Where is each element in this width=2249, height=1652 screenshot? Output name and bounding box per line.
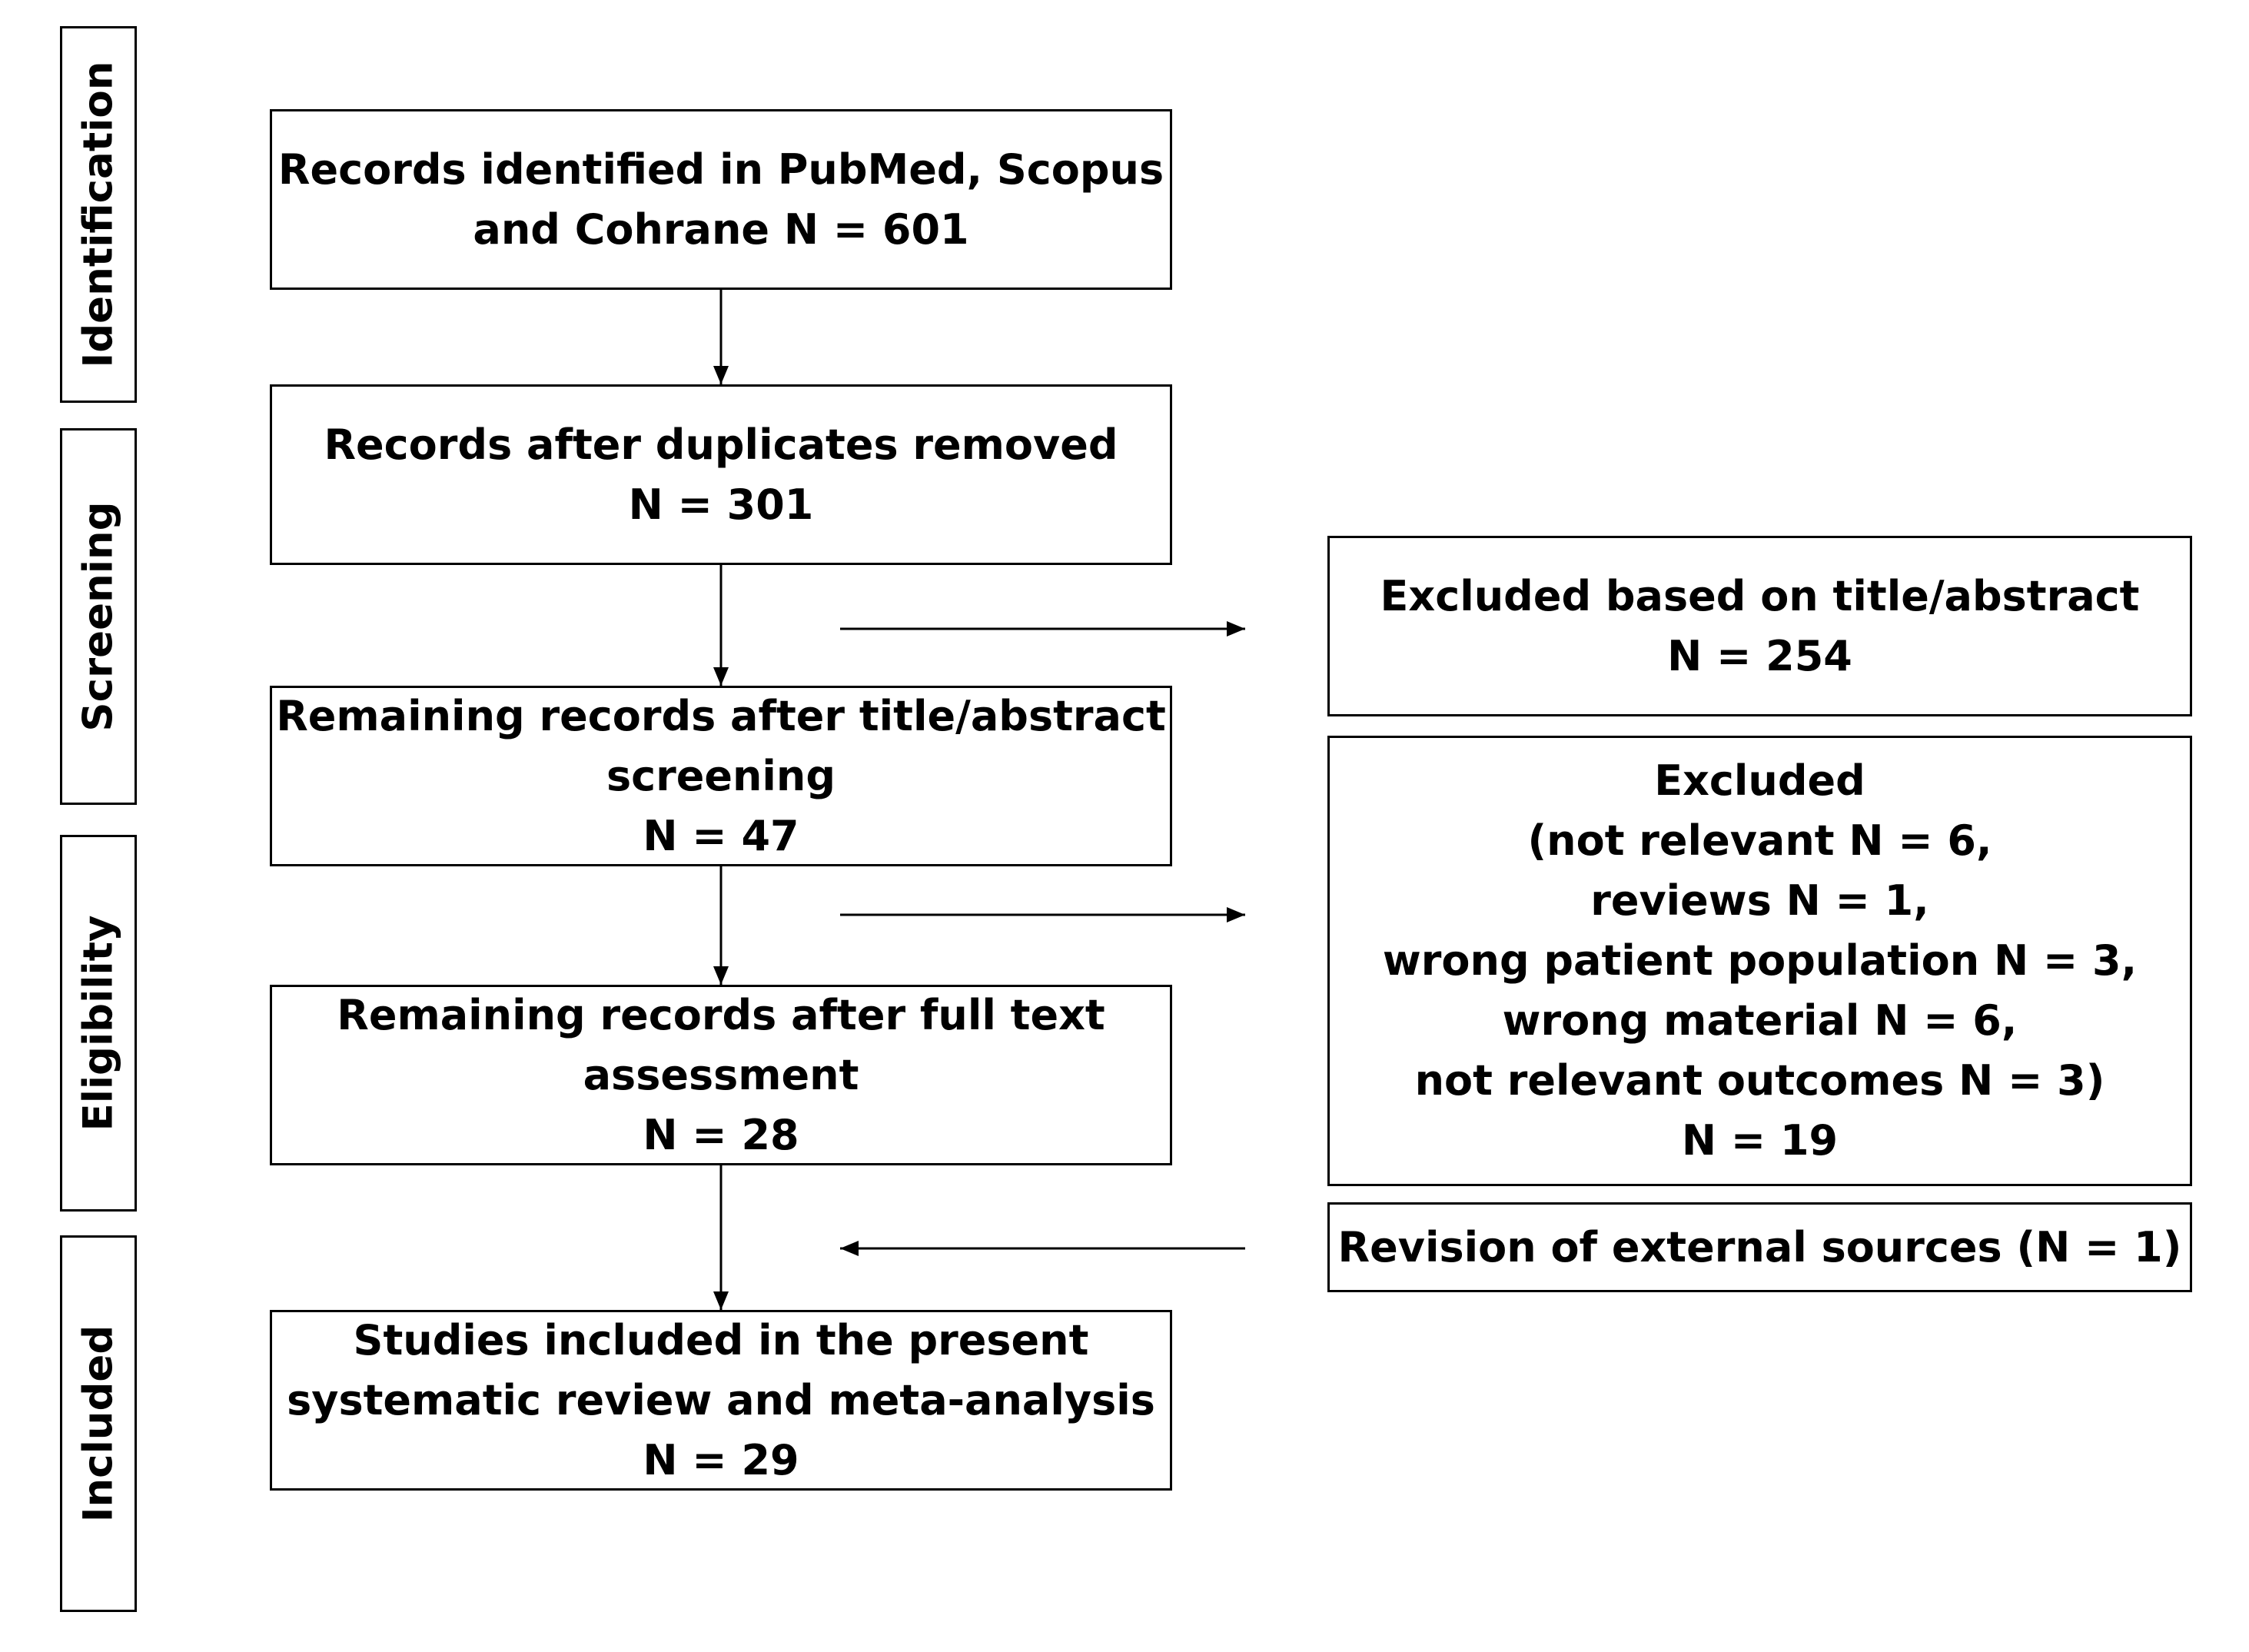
box-external-sources-line1: Revision of external sources (N = 1) <box>1337 1222 2182 1271</box>
phase-screening: Screening <box>60 428 137 805</box>
box-excluded-full-text-line1: Excluded <box>1654 756 1865 805</box>
phase-label-identification: Identification <box>75 61 122 368</box>
phase-identification: Identification <box>60 26 137 403</box>
box-excluded-full-text-line3: reviews N = 1, <box>1590 876 1929 925</box>
box-included-studies: Studies included in the present systemat… <box>270 1310 1172 1491</box>
phase-label-eligibility: Eligibility <box>75 915 122 1132</box>
phase-included: Included <box>60 1235 137 1612</box>
phase-label-screening: Screening <box>75 501 122 732</box>
box-records-identified-line1: Records identified in PubMed, Scopus <box>277 145 1164 194</box>
box-excluded-title-abstract-line2: N = 254 <box>1667 631 1852 680</box>
box-excluded-full-text-line2: (not relevant N = 6, <box>1527 816 1992 865</box>
box-records-identified-line2: and Cohrane N = 601 <box>473 204 969 254</box>
box-after-title-abstract: Remaining records after title/abstract s… <box>270 686 1172 866</box>
box-excluded-full-text-line4: wrong patient population N = 3, <box>1382 936 2138 985</box>
box-included-studies-line1: Studies included in the present <box>353 1315 1089 1364</box>
box-after-title-abstract-line2: screening <box>606 751 836 800</box>
box-included-studies-line2: systematic review and meta-analysis <box>287 1375 1155 1424</box>
box-duplicates-removed-line1: Records after duplicates removed <box>324 420 1118 469</box>
box-records-identified: Records identified in PubMed, Scopus and… <box>270 109 1172 290</box>
box-after-full-text-line1: Remaining records after full text <box>337 990 1105 1039</box>
box-duplicates-removed: Records after duplicates removed N = 301 <box>270 384 1172 565</box>
box-external-sources: Revision of external sources (N = 1) <box>1327 1202 2192 1292</box>
box-after-full-text-line3: N = 28 <box>643 1110 799 1159</box>
box-excluded-full-text: Excluded (not relevant N = 6, reviews N … <box>1327 736 2192 1186</box>
box-after-title-abstract-line3: N = 47 <box>643 811 799 860</box>
box-excluded-title-abstract-line1: Excluded based on title/abstract <box>1380 571 2140 620</box>
phase-eligibility: Eligibility <box>60 835 137 1212</box>
box-excluded-title-abstract: Excluded based on title/abstract N = 254 <box>1327 536 2192 716</box>
box-after-full-text-line2: assessment <box>583 1050 859 1099</box>
box-after-title-abstract-line1: Remaining records after title/abstract <box>276 691 1166 740</box>
phase-label-included: Included <box>75 1325 122 1523</box>
box-duplicates-removed-line2: N = 301 <box>628 480 814 529</box>
box-excluded-full-text-line5: wrong material N = 6, <box>1502 996 2018 1045</box>
box-included-studies-line3: N = 29 <box>643 1435 799 1484</box>
box-excluded-full-text-line7: N = 19 <box>1681 1116 1839 1165</box>
box-excluded-full-text-line6: not relevant outcomes N = 3) <box>1414 1056 2105 1105</box>
box-after-full-text: Remaining records after full text assess… <box>270 985 1172 1165</box>
